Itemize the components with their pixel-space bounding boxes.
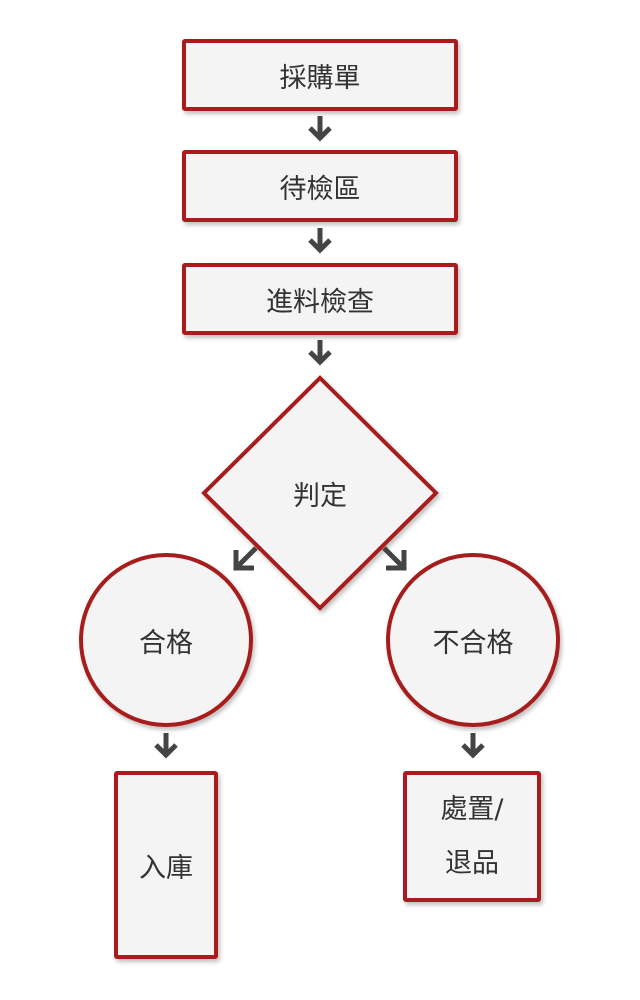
node-purchase-order: 採購單 xyxy=(182,39,458,111)
node-dispose-line2: 退品 xyxy=(444,847,499,879)
node-incoming-inspection: 進料檢查 xyxy=(182,263,458,335)
node-warehouse-in: 入庫 xyxy=(114,771,218,959)
arrow-down-icon xyxy=(305,113,335,143)
node-incoming-inspection-label: 進料檢查 xyxy=(266,286,374,318)
arrow-down-left-icon xyxy=(233,546,258,571)
node-waiting-area-label: 待檢區 xyxy=(279,173,361,205)
node-purchase-order-label: 採購單 xyxy=(279,62,361,94)
arrow-down-right-icon xyxy=(382,546,407,571)
node-fail: 不合格 xyxy=(386,553,560,727)
arrow-down-icon xyxy=(305,225,335,255)
node-dispose-line1: 處置/ xyxy=(440,793,504,825)
arrow-down-icon xyxy=(458,730,488,760)
node-pass: 合格 xyxy=(79,553,253,727)
arrow-down-icon xyxy=(151,730,181,760)
node-warehouse-in-label: 入庫 xyxy=(139,852,193,884)
node-waiting-area: 待檢區 xyxy=(182,150,458,222)
decision-label: 判定 xyxy=(293,480,347,512)
node-pass-label: 合格 xyxy=(139,627,193,659)
arrow-down-icon xyxy=(305,337,335,367)
node-fail-label: 不合格 xyxy=(432,627,514,659)
node-dispose-return: 處置/ 退品 xyxy=(403,771,541,902)
